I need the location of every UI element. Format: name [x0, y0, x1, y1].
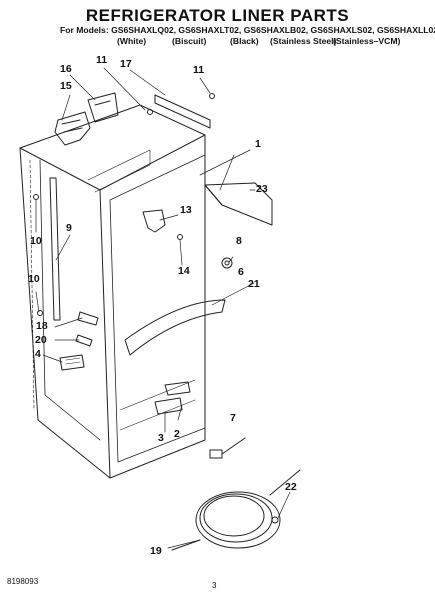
callout-16: 16: [60, 63, 72, 75]
leader-lines: [35, 67, 291, 549]
variant-biscuit: (Biscuit): [172, 36, 207, 46]
callout-4: 4: [35, 348, 41, 360]
callout-3: 3: [158, 432, 164, 444]
callout-13: 13: [180, 204, 192, 216]
variant-white: (White): [117, 36, 147, 46]
callout-18: 18: [36, 320, 48, 332]
variant-black: (Black): [230, 36, 259, 46]
callout-10-upper: 10: [30, 235, 42, 247]
part-23-shelf: [204, 182, 273, 226]
part-19-tubing: [171, 469, 301, 551]
callout-20: 20: [35, 334, 47, 346]
screws: [33, 93, 279, 524]
document-number: 8198093: [7, 577, 39, 586]
page-number: 3: [212, 581, 217, 590]
models-line: For Models: GS6SHAXLQ02, GS6SHAXLT02, GS…: [60, 25, 435, 35]
variant-stainless-vcm: (Stainless–VCM): [333, 36, 401, 46]
callout-10-lower: 10: [28, 273, 40, 285]
part-2-3-brackets: [154, 381, 191, 415]
callout-11-right: 11: [193, 64, 205, 76]
callout-11-left: 11: [96, 54, 108, 66]
callout-7: 7: [230, 412, 236, 424]
callout-21: 21: [248, 278, 260, 290]
part-7-sensor: [209, 437, 246, 459]
part-9-rail: [49, 177, 61, 321]
page-title: REFRIGERATOR LINER PARTS: [85, 6, 350, 25]
callout-23: 23: [256, 183, 268, 195]
callout-9: 9: [66, 222, 72, 234]
callout-17: 17: [120, 58, 132, 70]
part-21-trim: [124, 299, 226, 356]
liner-body: [19, 104, 206, 479]
part-15-16-brackets: [54, 92, 119, 146]
part-18-20-4: [59, 311, 99, 371]
variant-stainless-steel: (Stainless Steel): [270, 36, 337, 46]
part-13-bracket: [142, 209, 166, 233]
callout-1: 1: [255, 138, 261, 150]
callout-14: 14: [178, 265, 190, 277]
callout-2: 2: [174, 428, 180, 440]
callout-8: 8: [236, 235, 242, 247]
callout-22: 22: [285, 481, 297, 493]
part-8-clip: [221, 257, 233, 269]
part-17-rail: [154, 94, 211, 129]
callout-6: 6: [238, 266, 244, 278]
callout-19: 19: [150, 545, 162, 557]
callout-15: 15: [60, 80, 72, 92]
